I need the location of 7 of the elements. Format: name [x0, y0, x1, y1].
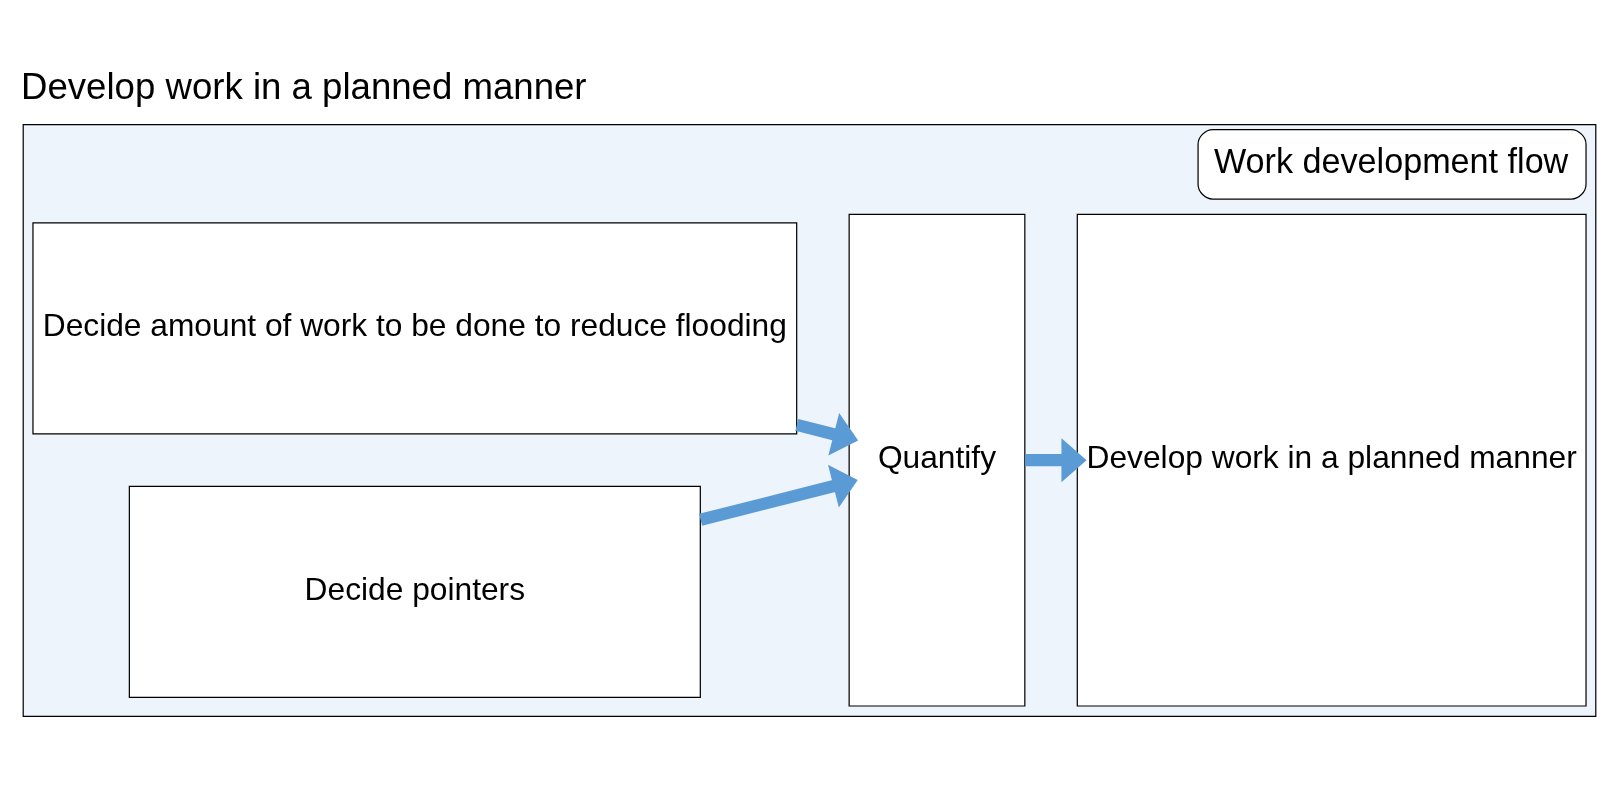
node-box: Decide amount of work to be done to reduce flooding — [32, 222, 798, 435]
arrow — [699, 464, 858, 526]
node-box: Quantify — [848, 213, 1026, 707]
node-box: Decide pointers — [128, 485, 701, 699]
diagram-title: Develop work in a planned manner — [21, 66, 587, 108]
node-box: Develop work in a planned manner — [1076, 213, 1587, 707]
arrow — [1025, 438, 1087, 483]
